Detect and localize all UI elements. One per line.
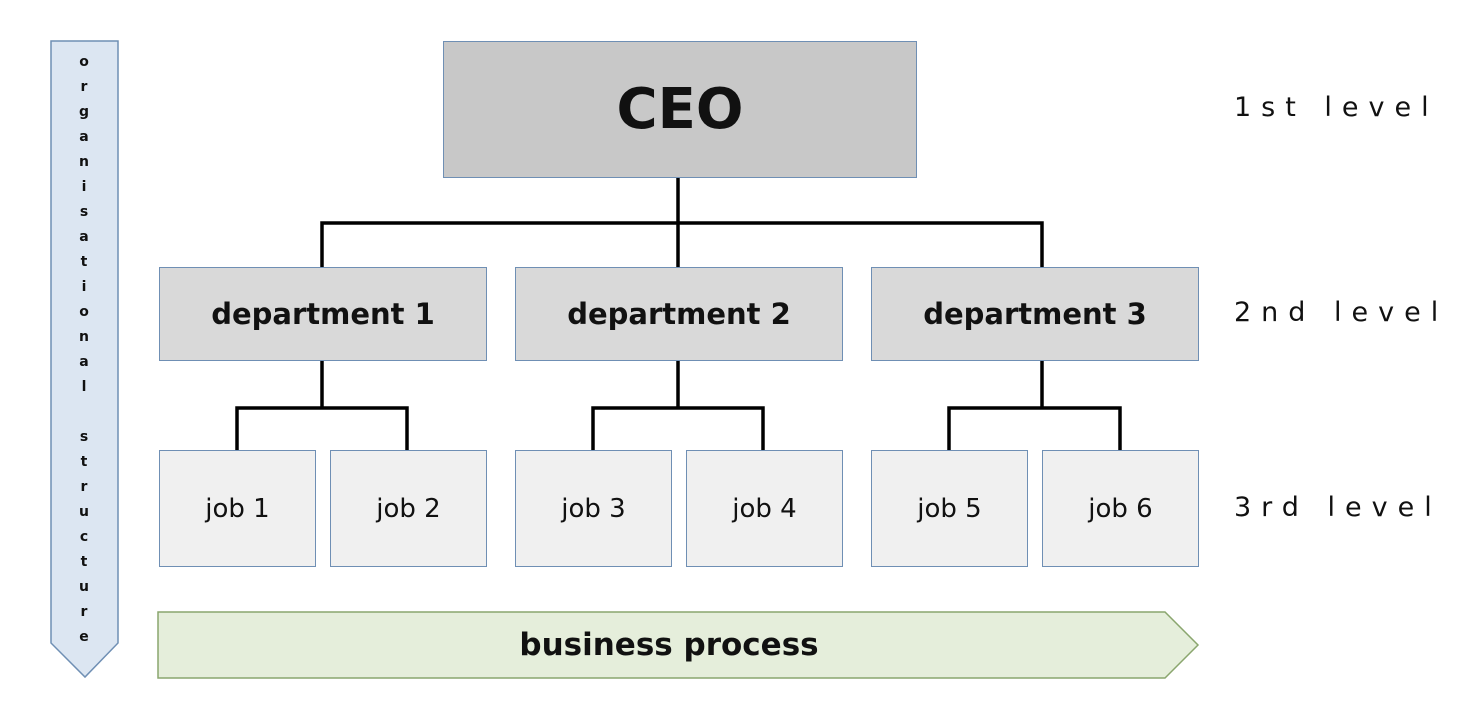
- department-1-box: department 1: [159, 267, 487, 361]
- level-3-label: 3rd level: [1234, 492, 1442, 523]
- ceo-box: CEO: [443, 41, 917, 178]
- job-4-box: job 4: [686, 450, 843, 567]
- level-1-label: 1st level: [1234, 92, 1439, 123]
- department-3-box: department 3: [871, 267, 1199, 361]
- dept2-job-bus: [591, 406, 765, 450]
- job-3-box: job 3: [515, 450, 672, 567]
- organisational-structure-label: o r g a n i s a t i o n a l s t r u c t …: [78, 54, 90, 645]
- level-2-label: 2nd level: [1234, 297, 1449, 328]
- job-6-box: job 6: [1042, 450, 1199, 567]
- dept3-job-bus: [947, 406, 1122, 450]
- job-2-box: job 2: [330, 450, 487, 567]
- business-process-label: business process: [519, 627, 819, 663]
- department-2-box: department 2: [515, 267, 843, 361]
- job-1-box: job 1: [159, 450, 316, 567]
- job-5-box: job 5: [871, 450, 1028, 567]
- department-bus: [320, 221, 1044, 267]
- dept1-job-bus: [235, 406, 409, 450]
